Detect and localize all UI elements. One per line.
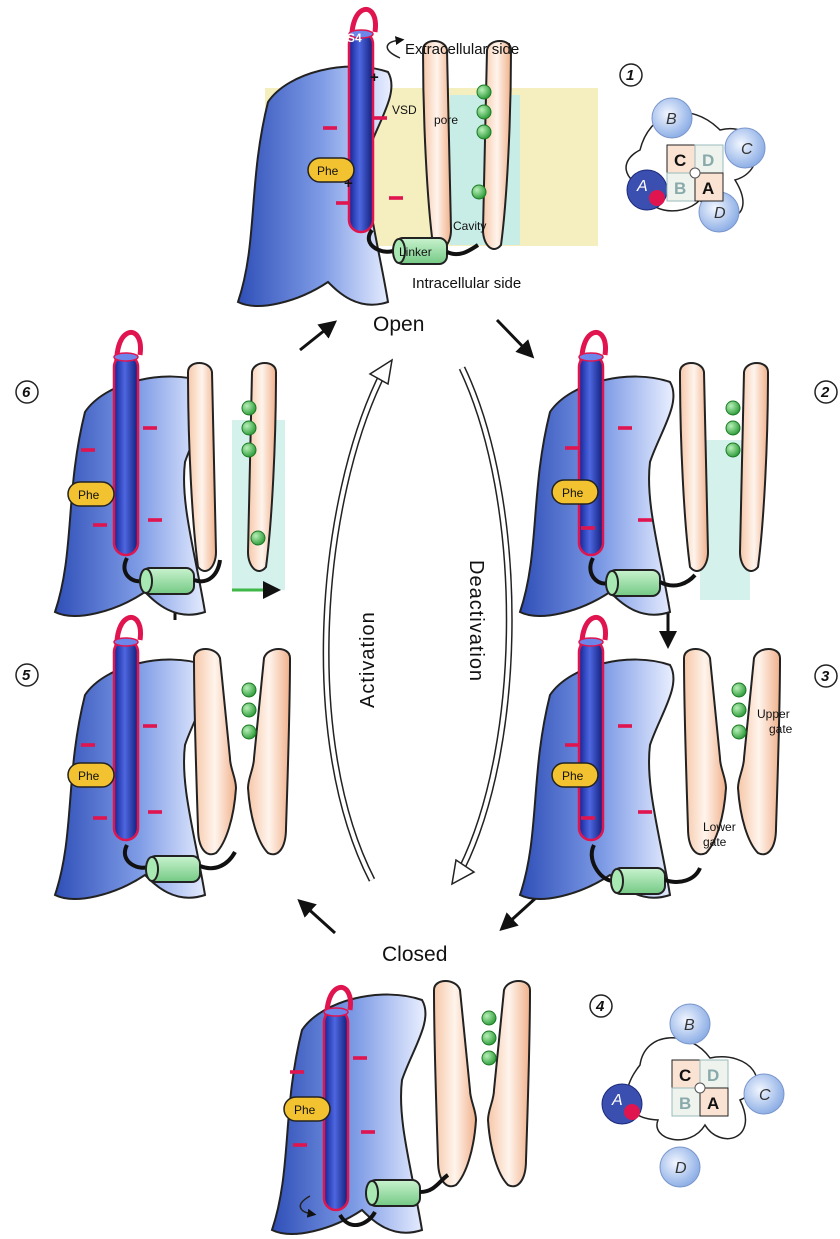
lower-gate-label-2: gate [703,835,727,849]
core-d: D [702,151,714,170]
state-3-channel: Phe Upper gate Lower gate [520,617,793,898]
pore-label: pore [434,113,458,127]
subunit-d-label: D [714,205,726,222]
step-3: 3 [821,668,830,685]
s4-helix [114,332,140,555]
core-a: A [702,179,714,198]
step-1: 1 [626,67,634,84]
ion [251,531,265,545]
step-2: 2 [820,384,830,401]
core-b: B [679,1094,691,1113]
subunit-arrangement-bottom: B C D A C D B A [602,1004,784,1187]
core-c: C [679,1066,691,1085]
ion [732,703,746,717]
upper-gate-label-2: gate [769,722,793,736]
upper-gate-label-1: Upper [757,707,790,721]
s4-helix [579,332,605,555]
subunit-b-label: B [684,1017,695,1034]
activation-label: Activation [357,611,379,708]
step-5: 5 [22,667,31,684]
state-6-channel: Phe [55,332,285,615]
s4-helix [579,617,605,840]
svg-text:+: + [370,69,379,86]
ion [242,443,256,457]
step-6: 6 [22,384,31,401]
ion [242,401,256,415]
s4-helix [324,987,350,1210]
phe-label: Phe [562,769,584,783]
vsd-label: VSD [392,103,417,117]
ion [477,125,491,139]
cavity-label: Cavity [453,219,486,233]
state-1-open-channel: + + S4 Extracellular side VSD pore Cavit… [238,9,598,305]
linker-cylinder [140,568,194,594]
s4-helix [114,617,140,840]
ion [477,105,491,119]
phe-label: Phe [294,1103,316,1117]
deactivation-label: Deactivation [465,560,487,682]
ion [482,1011,496,1025]
subunit-a-label: A [611,1092,623,1109]
core-a: A [707,1094,719,1113]
subunit-a-label: A [636,178,648,195]
ion [732,725,746,739]
linker-cylinder [606,570,660,596]
s4-label: S4 [347,31,362,45]
closed-label: Closed [382,943,447,966]
linker-cylinder [366,1180,420,1206]
ion [732,683,746,697]
pore-domain [194,649,290,854]
ion [242,683,256,697]
linker-label: Linker [399,245,432,259]
ion [726,421,740,435]
ion [726,443,740,457]
phe-label: Phe [562,486,584,500]
svg-text:+: + [344,175,353,192]
step-4: 4 [595,998,605,1015]
ion [726,401,740,415]
ion [242,725,256,739]
core-d: D [707,1066,719,1085]
pore-domain [434,981,530,1186]
ion [472,185,486,199]
ion [242,703,256,717]
subunit-arrangement-top: B C D A C D B A [626,98,765,232]
core-c: C [674,151,686,170]
linker-cylinder [146,856,200,882]
subunit-b-label: B [666,111,677,128]
ion [482,1051,496,1065]
extracellular-side-label: Extracellular side [405,41,519,58]
state-5-channel: Phe [55,617,290,898]
linker-cylinder [611,868,665,894]
ion [482,1031,496,1045]
state-4-closed-channel: Phe [272,981,530,1234]
ion [477,85,491,99]
state-2-channel: Phe [520,332,768,615]
subunit-d-label: D [675,1160,687,1177]
subunit-c-label: C [759,1087,771,1104]
ion [242,421,256,435]
phe-label: Phe [78,488,100,502]
phe-label: Phe [78,769,100,783]
core-b: B [674,179,686,198]
phe-label: Phe [317,164,339,178]
open-label: Open [373,313,424,336]
lower-gate-label-1: Lower [703,820,736,834]
intracellular-side-label: Intracellular side [412,275,521,292]
subunit-c-label: C [741,141,753,158]
